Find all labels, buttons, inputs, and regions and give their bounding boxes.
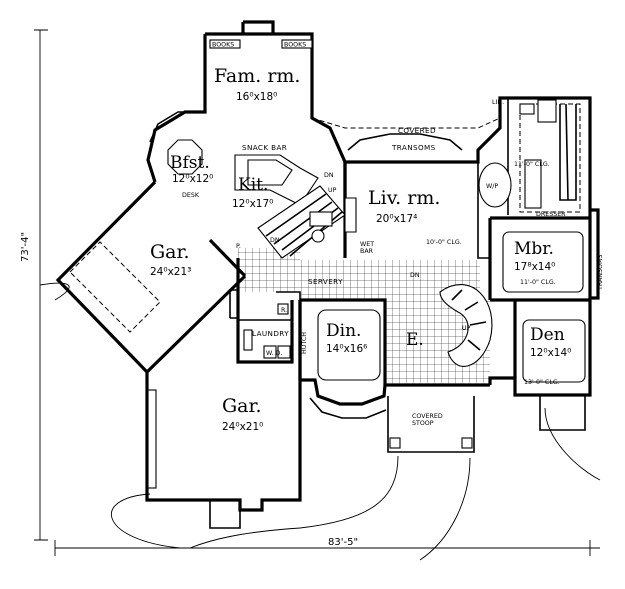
mbr-name: Mbr. [514, 239, 554, 259]
gar2-name: Gar. [222, 395, 262, 417]
bfst-size: 12⁰x12⁰ [172, 173, 213, 185]
room-labels: Fam. rm. 16⁰x18⁰ Bfst. 12⁰x12⁰ Kit. 12⁰x… [150, 65, 571, 433]
tile-floor [238, 248, 490, 385]
ceiling-outlines [147, 231, 586, 489]
gar2-size: 24⁰x21⁰ [222, 421, 263, 433]
din-name: Din. [326, 321, 361, 341]
din-size: 14⁰x16⁶ [326, 343, 367, 355]
garage-doors [69, 241, 161, 333]
dn-hall-label: DN [410, 272, 420, 279]
servery-label: SERVERY [308, 277, 343, 286]
books-left-label: BOOKS [212, 42, 234, 49]
fam-room-name: Fam. rm. [214, 65, 300, 87]
gar1-size: 24⁰x21³ [150, 266, 191, 278]
mbr-clg-label: 11'-0" CLG. [514, 161, 550, 168]
dresser-label: DRESSER [536, 211, 566, 218]
up-kit-label: UP [328, 187, 337, 194]
master-bath [478, 99, 577, 209]
up-stair-label: UP [462, 325, 471, 332]
laundry-label: LAUNDRY [252, 329, 289, 338]
liv-size: 20⁰x17⁴ [376, 213, 417, 225]
breakfast-table [167, 139, 203, 175]
exterior-walls [55, 20, 600, 512]
bfst-name: Bfst. [170, 153, 210, 173]
wd-label: W. D. [266, 350, 282, 357]
den-size: 12⁰x14⁰ [530, 347, 571, 359]
spiral-stair [439, 284, 493, 367]
powder-room [309, 211, 333, 243]
kitchen-island [234, 154, 319, 206]
kit-size: 12⁰x17⁰ [232, 198, 273, 210]
mbr-size: 17⁸x14⁰ [514, 261, 555, 273]
bay-windows [149, 111, 463, 419]
width-dimension: 83'-5" [328, 537, 358, 548]
fireplace [344, 197, 357, 233]
gar1-name: Gar. [150, 241, 190, 263]
den-clg-label: 13'-0" CLG. [524, 379, 560, 386]
fam-room-size: 16⁰x18⁰ [236, 91, 277, 103]
covered-label: COVERED [398, 126, 436, 135]
annotation-labels: BOOKS BOOKS SNACK BAR DESK COVERED TRANS… [182, 39, 604, 427]
fridge-label: R. [281, 307, 287, 314]
hutch-label: HUTCH [301, 332, 308, 354]
liv-clg-label: 10'-0" CLG. [426, 239, 462, 246]
depth-dimension: 73'-4" [20, 232, 31, 262]
transoms-right-label: TRANSOMS [597, 255, 604, 291]
den-name: Den [530, 325, 565, 345]
kit-name: Kit. [238, 175, 268, 195]
porch-posts [209, 395, 586, 529]
books-right-label: BOOKS [284, 42, 306, 49]
snack-bar-label: SNACK BAR [242, 143, 287, 152]
liv-name: Liv. rm. [368, 187, 440, 209]
driveway [110, 407, 601, 561]
dn-kit-label: DN [324, 172, 334, 179]
lin-label: LIN. [492, 99, 504, 106]
pantry-label: P. [236, 243, 241, 250]
entry-name: E. [406, 330, 424, 350]
covered-stoop [387, 396, 475, 453]
laundry-fixtures [243, 303, 291, 359]
wp-label: W/P [486, 183, 498, 190]
mbr-clg-label-2: 11'-0" CLG. [520, 279, 556, 286]
transoms-top-label: TRANSOMS [391, 143, 436, 152]
dn-stair-label: DN [270, 237, 280, 244]
desk-label: DESK [182, 192, 200, 199]
